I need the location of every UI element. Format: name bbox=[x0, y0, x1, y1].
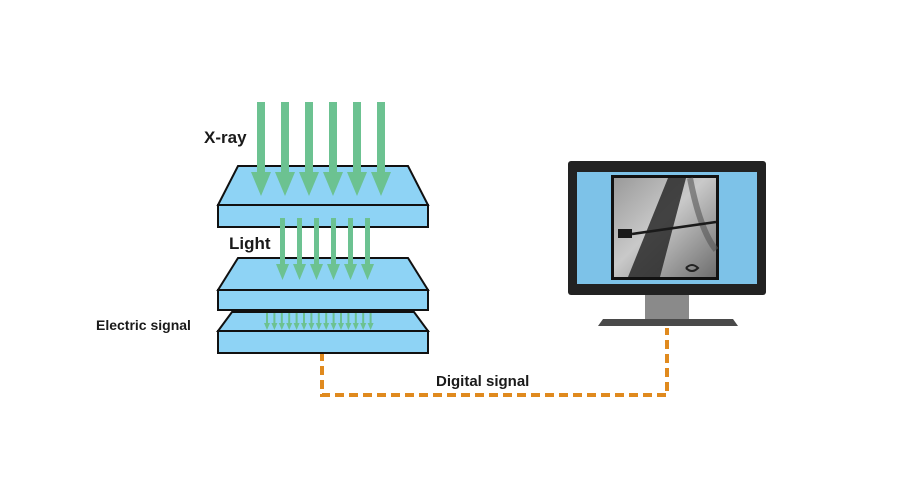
xray-image bbox=[611, 175, 719, 280]
down-arrow-icon bbox=[352, 313, 359, 330]
down-arrow-icon bbox=[367, 313, 374, 330]
down-arrow-icon bbox=[361, 218, 374, 280]
electric-signal-label: Electric signal bbox=[96, 317, 191, 333]
down-arrow-icon bbox=[371, 102, 391, 196]
down-arrow-icon bbox=[344, 218, 357, 280]
down-arrow-icon bbox=[330, 313, 337, 330]
down-arrow-icon bbox=[323, 102, 343, 196]
down-arrow-icon bbox=[323, 313, 330, 330]
down-arrow-icon bbox=[310, 218, 323, 280]
down-arrow-icon bbox=[360, 313, 367, 330]
digital-signal-label: Digital signal bbox=[436, 373, 529, 390]
xray-label: X-ray bbox=[204, 128, 247, 147]
down-arrow-icon bbox=[338, 313, 344, 330]
digital-signal-line bbox=[320, 328, 669, 397]
down-arrow-icon bbox=[293, 313, 300, 330]
down-arrow-icon bbox=[264, 313, 270, 330]
xray-arrows bbox=[251, 102, 391, 196]
light-arrows bbox=[276, 218, 374, 280]
down-arrow-icon bbox=[347, 102, 367, 196]
down-arrow-icon bbox=[327, 218, 340, 280]
readout-plate bbox=[216, 311, 430, 354]
down-arrow-icon bbox=[286, 313, 293, 330]
photodiode-plate bbox=[216, 257, 430, 311]
down-arrow-icon bbox=[315, 313, 322, 330]
down-arrow-icon bbox=[276, 218, 289, 280]
scintillator-plate bbox=[216, 165, 430, 228]
down-arrow-icon bbox=[293, 218, 306, 280]
light-label: Light bbox=[229, 234, 271, 253]
down-arrow-icon bbox=[301, 313, 307, 330]
down-arrow-icon bbox=[278, 313, 285, 330]
down-arrow-icon bbox=[308, 313, 315, 330]
down-arrow-icon bbox=[251, 102, 271, 196]
down-arrow-icon bbox=[299, 102, 319, 196]
electric-signal-arrows bbox=[264, 313, 374, 330]
monitor-icon bbox=[568, 161, 766, 326]
down-arrow-icon bbox=[345, 313, 352, 330]
down-arrow-icon bbox=[271, 313, 278, 330]
down-arrow-icon bbox=[275, 102, 295, 196]
